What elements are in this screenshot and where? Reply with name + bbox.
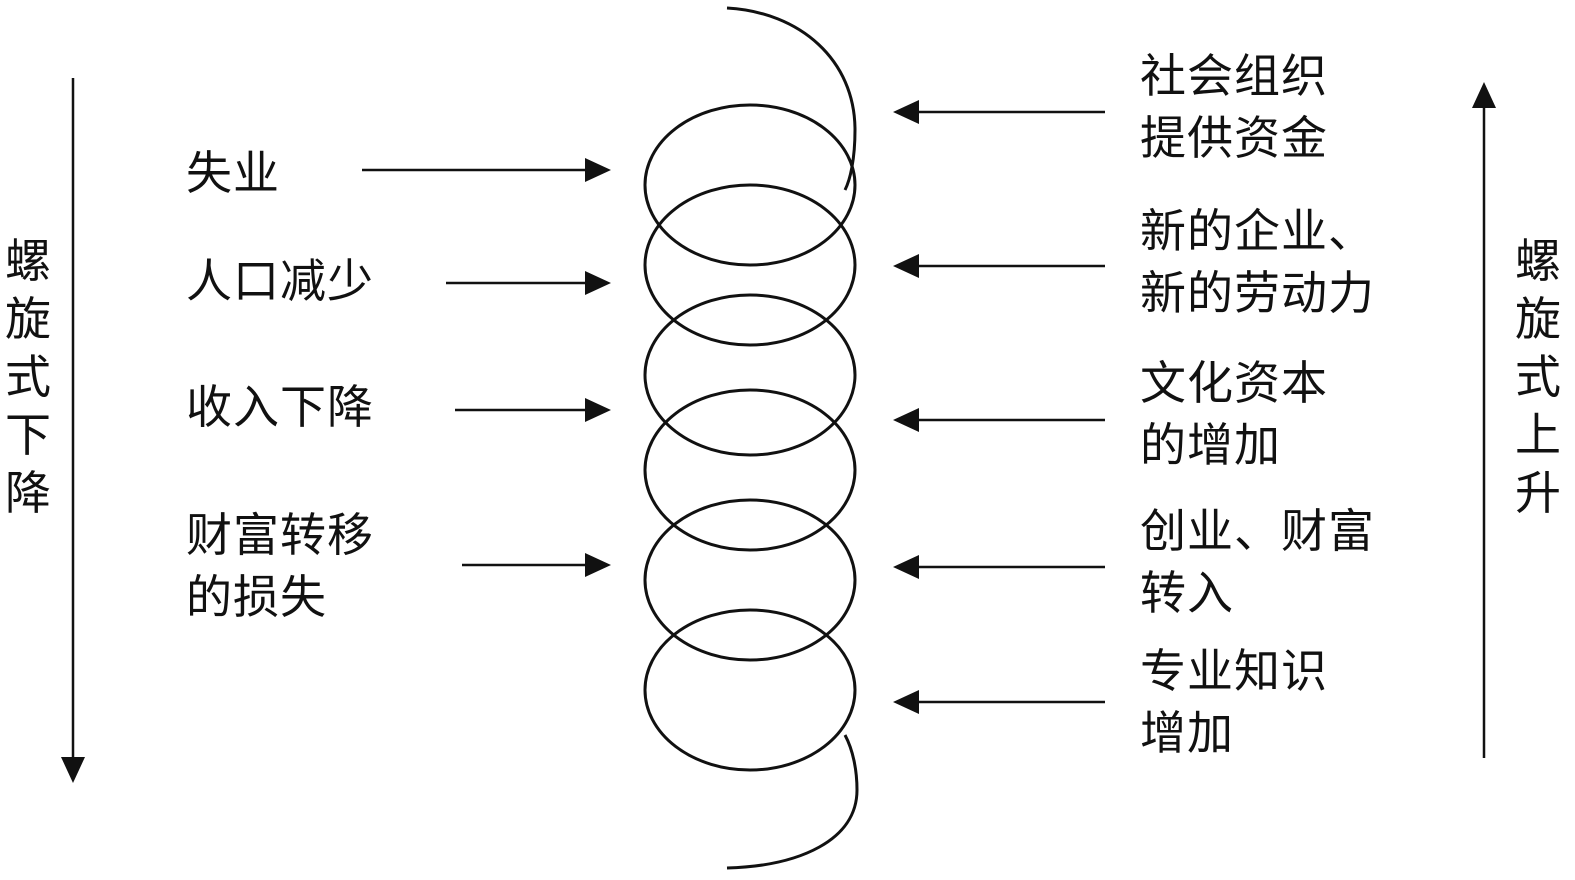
spiral-loop-1: [643, 103, 857, 267]
left-axis-label: 螺旋式下降: [5, 234, 51, 520]
spiral-loop-5: [643, 498, 857, 662]
spiral-loop-4: [643, 388, 857, 552]
spiral-bottom-arc: [726, 734, 859, 870]
left-factor-population-decline: 人口减少: [186, 254, 374, 308]
left-factor-unemployment: 失业: [186, 146, 280, 200]
right-factor-funding: 社会组织 提供资金: [1140, 49, 1328, 165]
left-factor-income-decline: 收入下降: [186, 380, 374, 434]
left-factor-wealth-loss: 财富转移 的损失: [186, 508, 374, 624]
right-axis-label: 螺旋式上升: [1515, 234, 1561, 520]
spiral-loop-6: [643, 608, 857, 772]
right-factor-cultural-capital: 文化资本 的增加: [1140, 356, 1328, 472]
spiral-loop-2: [643, 183, 857, 347]
spiral-top-arc: [726, 6, 857, 191]
central-spiral: [643, 6, 859, 870]
spiral-loop-3: [643, 293, 857, 457]
right-factor-new-enterprise: 新的企业、 新的劳动力: [1140, 204, 1375, 320]
right-factor-entrepreneurship: 创业、财富 转入: [1140, 504, 1375, 620]
right-factor-expertise: 专业知识 增加: [1140, 644, 1328, 760]
